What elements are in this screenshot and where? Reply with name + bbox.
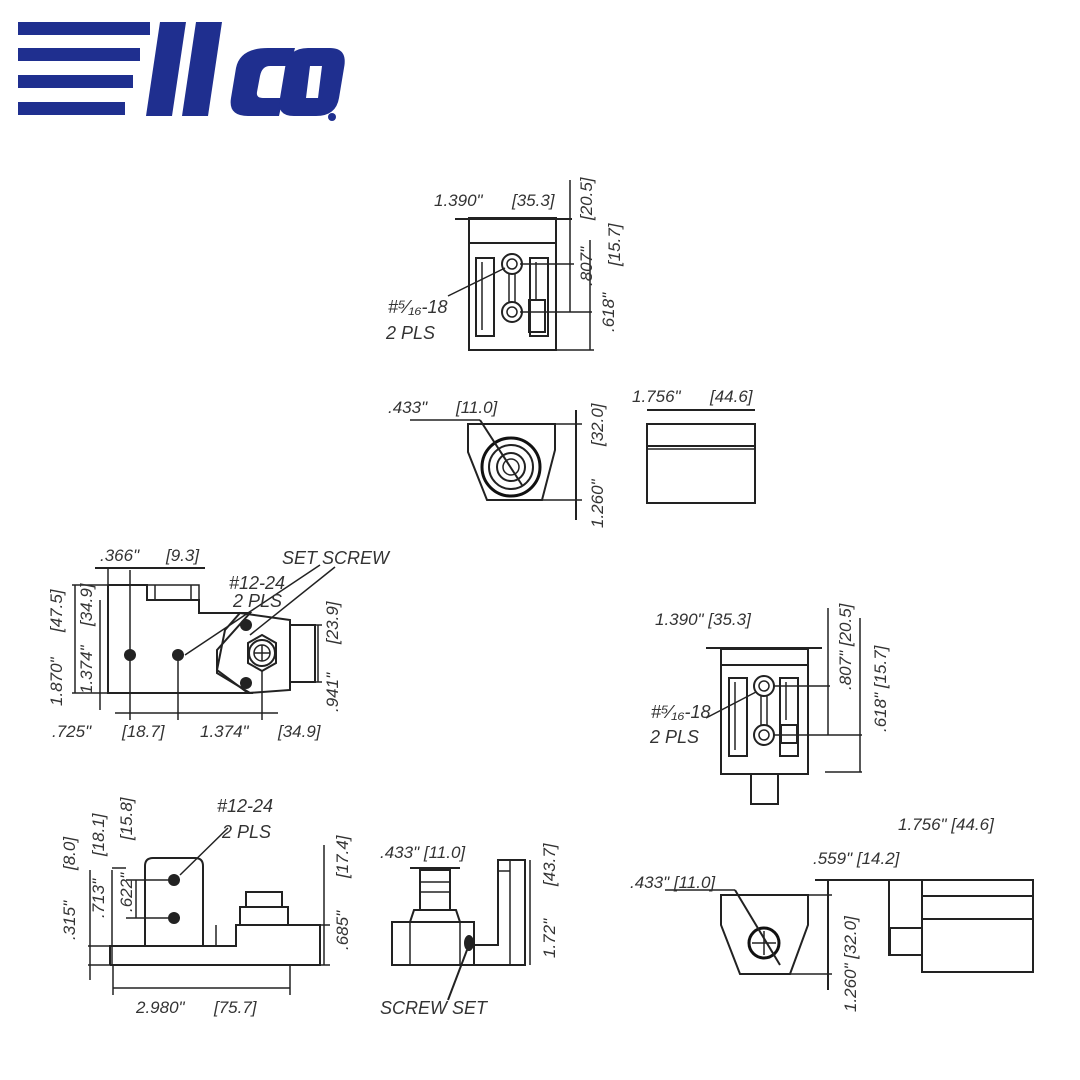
dim-offset: .559" [14.2] [813, 849, 901, 868]
dim-x1: .725" [52, 722, 92, 741]
qty-label: 2 PLS [232, 591, 282, 611]
dim-x2-mm: [34.9] [277, 722, 322, 741]
right-front-view: 1.390" [35.3] .807" [20.5] .618" [15.7] … [649, 602, 890, 805]
dim-a: .315" [60, 900, 79, 940]
dim-height-mm: [43.7] [540, 842, 559, 887]
screw-set-label: SCREW SET [380, 998, 489, 1018]
dim-h-total-mm: [47.5] [47, 588, 66, 633]
dim-h2-mm: [15.7] [605, 222, 624, 267]
ilco-logo [18, 22, 345, 121]
dim-width-mm: [35.3] [511, 191, 556, 210]
thread-label: #12-24 [217, 796, 273, 816]
dim-h-total: 1.870" [47, 656, 66, 706]
dim-d-mm: [17.4] [333, 834, 352, 879]
dim-dia: .433" [11.0] [380, 843, 466, 862]
dim-h-inner: 1.374" [77, 644, 96, 694]
dim-length: 1.756" [632, 387, 682, 406]
dim-d1-mm: [9.3] [165, 546, 200, 565]
dim-length-mm: [44.6] [709, 387, 754, 406]
dim-h2: .618" [15.7] [871, 644, 890, 732]
right-side-view: .433" [11.0] .559" [14.2] 1.756" [44.6] … [630, 815, 1034, 1012]
dim-dia-mm: [11.0] [455, 398, 499, 417]
dim-h1: .807" [577, 246, 596, 286]
dim-c: .622" [117, 872, 136, 912]
dim-a-mm: [8.0] [60, 836, 79, 871]
dim-h1-mm: [20.5] [577, 176, 596, 221]
set-screw-label: SET SCREW [282, 548, 391, 568]
dim-width: 1.390" [35.3] [655, 610, 752, 629]
top-front-view: 1.390" [35.3] [20.5] .807" [15.7] .618" … [385, 176, 624, 351]
qty-label: 2 PLS [649, 727, 699, 747]
thread-label: #12-24 [229, 573, 285, 593]
dim-b-mm: [18.1] [89, 812, 108, 857]
dim-length-mm: [75.7] [213, 998, 258, 1017]
dim-h1: .807" [20.5] [836, 602, 855, 690]
dim-length: 1.756" [44.6] [898, 815, 995, 834]
dim-dia: .433" [11.0] [630, 873, 716, 892]
dim-d: .685" [333, 910, 352, 950]
dim-c-mm: [15.8] [117, 796, 136, 841]
dim-x2: 1.374" [200, 722, 250, 741]
thread-label: #⁵⁄₁₆-18 [651, 702, 711, 722]
dim-h2: .618" [599, 292, 618, 332]
center-elevation-view: .433" [11.0] [43.7] 1.72" SCREW SET [380, 842, 559, 1018]
top-side-view: .433" [11.0] [32.0] 1.260" [388, 398, 607, 528]
top-end-view: 1.756" [44.6] [632, 387, 756, 504]
dim-right-h: .941" [323, 672, 342, 712]
dim-b: .713" [89, 878, 108, 918]
dim-d1: .366" [100, 546, 140, 565]
dim-height: 1.260" [588, 478, 607, 528]
qty-label: 2 PLS [221, 822, 271, 842]
dim-height: 1.72" [540, 918, 559, 958]
dim-h-inner-mm: [34.9] [77, 582, 96, 627]
dim-dia: .433" [388, 398, 428, 417]
dim-height: 1.260" [32.0] [841, 915, 860, 1012]
dim-width: 1.390" [434, 191, 484, 210]
dim-length: 2.980" [135, 998, 186, 1017]
left-plan-view: .366" [9.3] SET SCREW #12-24 2 PLS [47.5… [47, 546, 391, 741]
qty-label: 2 PLS [385, 323, 435, 343]
dim-x1-mm: [18.7] [121, 722, 166, 741]
dim-height-mm: [32.0] [588, 402, 607, 447]
dim-right-h-mm: [23.9] [323, 600, 342, 645]
left-elevation-view: #12-24 2 PLS [8.0] .315" [18.1] .713" [1… [60, 796, 352, 1017]
thread-label: #⁵⁄₁₆-18 [388, 297, 448, 317]
